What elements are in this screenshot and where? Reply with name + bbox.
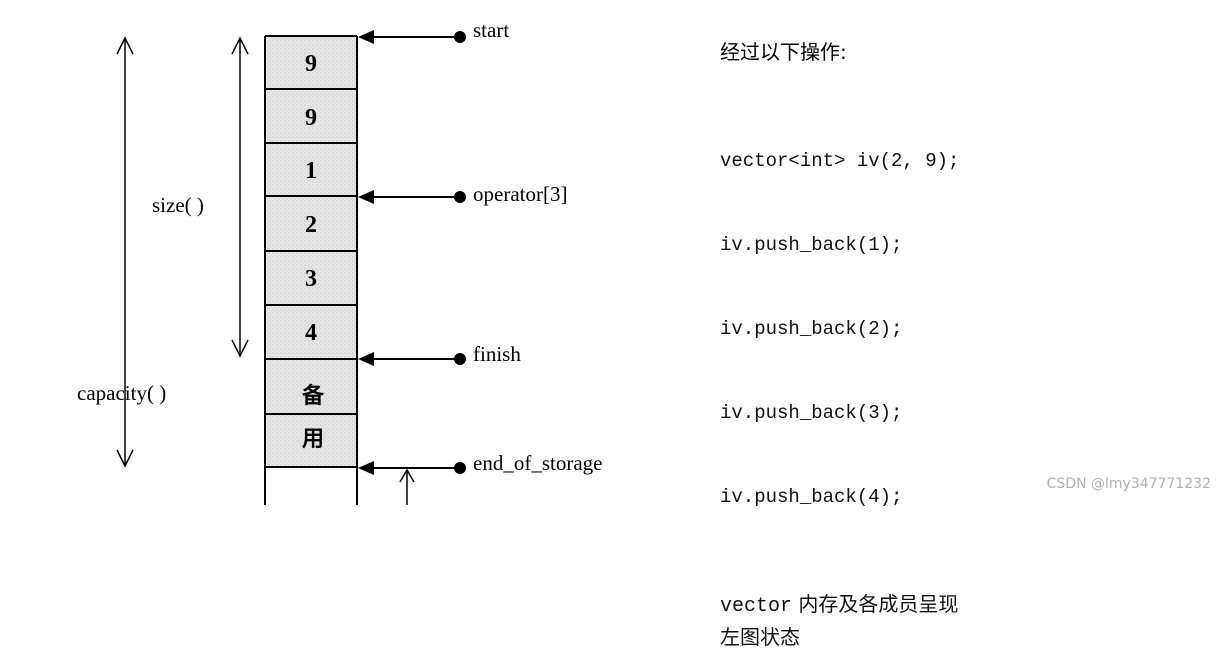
size-measure <box>231 36 249 358</box>
code-line: iv.push_back(2); <box>720 318 903 340</box>
description-text-2: 左图状态 <box>720 625 800 649</box>
arrow-down-icon <box>231 339 249 358</box>
arrow-up-icon <box>116 36 134 55</box>
pointer-label-start: start <box>473 18 509 42</box>
cell-value: 9 <box>305 105 317 131</box>
memory-cell <box>266 90 357 142</box>
memory-cell <box>266 197 357 250</box>
arrow-left-icon <box>358 190 374 204</box>
spare-cell <box>266 415 357 467</box>
code-line: iv.push_back(4); <box>720 486 903 508</box>
vector-memory-diagram: 9 9 1 2 3 4 备 用 start operator[3] finish… <box>77 18 602 505</box>
cell-values: 9 9 1 2 3 4 备 用 <box>301 51 325 451</box>
operation-heading: 经过以下操作: <box>720 40 847 64</box>
code-block: vector<int> iv(2, 9); iv.push_back(1); i… <box>720 91 1200 567</box>
memory-cell <box>266 306 357 358</box>
memory-cells <box>266 37 357 467</box>
arrow-up-icon <box>231 36 249 55</box>
cell-value: 1 <box>305 158 317 184</box>
dot-icon <box>454 353 466 365</box>
code-line: vector<int> iv(2, 9); <box>720 150 960 172</box>
pointer-label-operator: operator[3] <box>473 182 567 206</box>
code-line: iv.push_back(1); <box>720 234 903 256</box>
pointer-end-of-storage: end_of_storage <box>358 451 602 505</box>
capacity-measure <box>116 36 134 468</box>
arrow-left-icon <box>358 461 374 475</box>
dot-icon <box>454 191 466 203</box>
watermark: CSDN @lmy347771232 <box>1046 476 1211 492</box>
arrow-left-icon <box>358 30 374 44</box>
explanation-panel: 经过以下操作: vector<int> iv(2, 9); iv.push_ba… <box>720 36 1200 652</box>
capacity-label: capacity( ) <box>77 381 166 405</box>
arrow-up-icon <box>399 468 415 483</box>
size-label: size( ) <box>152 193 204 217</box>
spare-label: 用 <box>302 426 324 451</box>
cell-borders <box>264 35 358 505</box>
dot-icon <box>454 31 466 43</box>
description: vector 内存及各成员呈现 左图状态 <box>720 589 1200 652</box>
memory-cell <box>266 144 357 195</box>
spare-cell <box>266 360 357 413</box>
pointer-operator: operator[3] <box>358 182 567 206</box>
dot-icon <box>454 462 466 474</box>
description-text: 内存及各成员呈现 <box>798 592 959 616</box>
cell-value: 3 <box>305 266 317 292</box>
cell-value: 9 <box>305 51 317 77</box>
memory-cell <box>266 252 357 304</box>
description-code: vector <box>720 595 793 618</box>
pointer-label-finish: finish <box>473 342 521 366</box>
cell-value: 4 <box>305 320 317 346</box>
pointer-finish: finish <box>358 342 521 366</box>
spare-label: 备 <box>301 383 325 408</box>
pointer-start: start <box>358 18 509 44</box>
arrow-left-icon <box>358 352 374 366</box>
pointer-label-end-of-storage: end_of_storage <box>473 451 602 475</box>
cell-value: 2 <box>305 212 317 238</box>
memory-cell <box>266 37 357 88</box>
code-line: iv.push_back(3); <box>720 402 903 424</box>
arrow-down-icon <box>116 449 134 468</box>
